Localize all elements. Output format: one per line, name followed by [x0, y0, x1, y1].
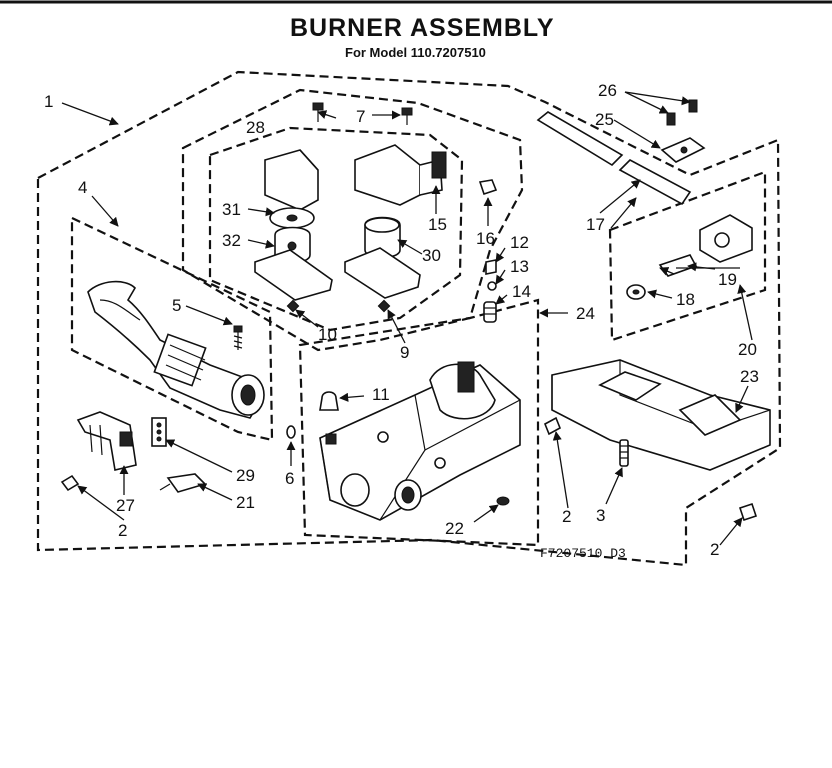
callout-26: 26 [598, 81, 617, 100]
nut-9-part [377, 299, 391, 313]
plug-22-part [496, 496, 510, 506]
callout-13: 13 [510, 257, 529, 276]
callout-15: 15 [428, 215, 447, 234]
screw-2-middle-part [543, 416, 562, 436]
callout-18: 18 [676, 290, 695, 309]
ignitor-group-outline [608, 170, 767, 342]
outer-assembly-outline [36, 70, 782, 567]
callout-5: 5 [172, 296, 181, 315]
callout-21: 21 [236, 493, 255, 512]
callout-4: 4 [78, 178, 87, 197]
spring-14-part [483, 301, 497, 323]
callout-11: 11 [372, 385, 390, 404]
diagram-subtitle: For Model 110.7207510 [345, 45, 486, 60]
callout-labels: 1 2 2 2 2 3 4 5 6 7 9 10 11 12 13 14 15 … [44, 81, 759, 559]
spring-13-part [487, 281, 497, 291]
screw-2-left-part [60, 474, 80, 492]
coil-group-inner-outline [208, 126, 464, 332]
spring-12-part [485, 259, 497, 275]
bracket-23-part [551, 359, 771, 471]
gas-valve-part [319, 361, 521, 521]
washer-6-part [286, 425, 296, 439]
callout-24: 24 [576, 304, 595, 323]
callout-29: 29 [236, 466, 255, 485]
callout-17: 17 [586, 215, 605, 234]
burner-group-outline [70, 216, 274, 442]
coil-right-part [344, 144, 447, 299]
callout-9: 9 [400, 343, 409, 362]
callout-23: 23 [740, 367, 759, 386]
callout-16: 16 [476, 229, 495, 248]
callout-1: 1 [44, 92, 53, 111]
pilot-19-part [658, 214, 753, 277]
callout-2-right: 2 [710, 540, 719, 559]
screw-3-part [619, 439, 629, 467]
burner-tube-part [87, 280, 265, 419]
callout-2-middle: 2 [562, 507, 571, 526]
tube-17-upper-part [536, 111, 624, 167]
callout-6: 6 [285, 469, 294, 488]
callout-14: 14 [512, 282, 531, 301]
screw-26-left-part [666, 112, 676, 126]
callout-19: 19 [718, 270, 737, 289]
clip-25-part [660, 137, 706, 163]
callout-12: 12 [510, 233, 529, 252]
electrode-21-part [159, 473, 207, 493]
callout-31: 31 [222, 200, 241, 219]
tube-17-lower-part [618, 159, 692, 206]
plate-29-part [151, 417, 167, 447]
bracket-27-part [76, 411, 137, 471]
screw-2-right-part [738, 502, 758, 522]
callout-7: 7 [356, 107, 365, 126]
coil-group-outer-outline [181, 88, 524, 352]
nut-10-part [286, 299, 300, 313]
callout-30: 30 [422, 246, 441, 265]
coil-left-part [254, 149, 333, 301]
callout-28: 28 [246, 118, 265, 137]
screw-16-part [478, 179, 498, 196]
screw-7-part [401, 107, 413, 125]
callout-20: 20 [738, 340, 757, 359]
diagram-title: BURNER ASSEMBLY [290, 14, 555, 42]
callout-25: 25 [595, 110, 614, 129]
screw-26-right-part [688, 99, 698, 113]
figure-code: F7207510 D3 [540, 546, 626, 561]
callout-22: 22 [445, 519, 464, 538]
valve-group-outline [298, 298, 540, 547]
callout-10: 10 [318, 325, 337, 344]
callout-3: 3 [596, 506, 605, 525]
callout-27: 27 [116, 496, 135, 515]
leader-lines [61, 91, 753, 546]
screw-5-part [233, 325, 243, 350]
callout-32: 32 [222, 231, 241, 250]
orifice-18-part [626, 284, 646, 300]
cap-11-part [319, 391, 339, 411]
callout-2-left: 2 [118, 521, 127, 540]
